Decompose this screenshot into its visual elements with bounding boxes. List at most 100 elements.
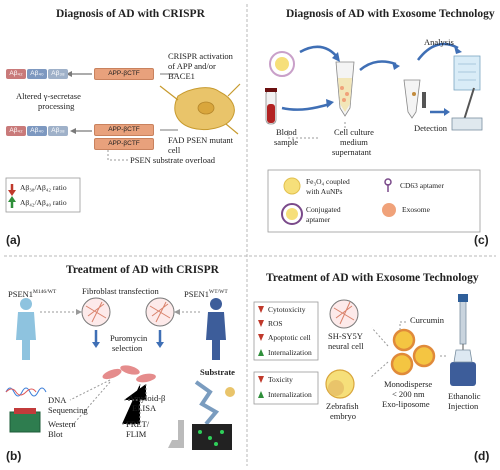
panel-b-graphics [5, 297, 235, 450]
mutant-cell-line1: FAD PSEN mutant [168, 135, 234, 145]
effect-toxicity: Toxicity [268, 375, 293, 384]
processing-line2: processing [38, 101, 75, 111]
detection-label: Detection [414, 123, 448, 133]
syringe-icon [458, 294, 468, 302]
fret-1: FRET/ [126, 419, 150, 429]
app-ctf-top: APP-βCTF [94, 68, 154, 80]
psen-left: PSEN1M146/WT [8, 289, 57, 299]
transfection-label: Fibroblast transfection [82, 286, 159, 296]
microscope-icon [168, 420, 184, 448]
psen-right: PSEN1WT/WT [184, 289, 228, 299]
overload-text: PSEN substrate overload [130, 155, 215, 165]
culture-label-2: medium [340, 137, 368, 147]
panel-b-title: Treatment of AD with CRISPR [66, 264, 219, 276]
ratio-legend-box [5, 177, 81, 213]
neural-1: SH-SY5Y [328, 331, 363, 341]
western-blot-box [9, 411, 41, 433]
western-2: Blot [48, 429, 63, 439]
exosome-icon [382, 203, 396, 217]
puromycin-2: selection [112, 343, 143, 353]
zebrafish-1: Zebrafish [326, 401, 359, 411]
injection-1: Ethanolic [448, 391, 481, 401]
zebrafish-2: embryo [330, 411, 356, 421]
panel-d-letter: (d) [474, 449, 490, 463]
app-ctf-bottom: APP-βCTF [94, 138, 154, 150]
legend-conj-2: aptamer [306, 215, 331, 224]
exo-liposome-1 [392, 328, 416, 352]
panel-a-graphics [5, 71, 241, 213]
cd63-aptamer-icon [384, 178, 392, 186]
fret-2: FLIM [126, 429, 147, 439]
curcumin-label: Curcumin [410, 315, 444, 325]
substrate-label: Substrate [200, 367, 235, 377]
western-1: Western [48, 419, 76, 429]
crispr-activation-line1: CRISPR activation [168, 51, 233, 61]
chromatogram [5, 387, 47, 397]
mutant-cell-line2: cell [168, 145, 181, 155]
crispr-activation-line3: BACE1 [168, 71, 195, 81]
effect-ros: ROS [268, 319, 283, 328]
panel-d-graphics [253, 294, 476, 405]
abeta42-top: Aβ₄₂ [6, 69, 26, 79]
liposome-1: Monodisperse [384, 379, 433, 389]
effect-apoptotic: Apoptotic cell [268, 333, 311, 342]
flim-monitor [192, 424, 232, 450]
amyloid-2: ELISA [132, 403, 157, 413]
crispr-activation-line2: of APP and/or [168, 61, 216, 71]
exo-liposome-2 [390, 352, 414, 376]
stirrer-device [450, 362, 476, 386]
person-right-icon [210, 298, 222, 310]
puromycin-1: Puromycin [110, 333, 148, 343]
abeta38-bottom: Aβ₃₈ [48, 126, 68, 136]
processing-line1: Altered γ-secretase [16, 91, 81, 101]
blood-label-1: Blood [276, 127, 297, 137]
effects-box-top [253, 301, 319, 361]
substrate-chain [194, 380, 220, 426]
liposome-2: < 200 nm [392, 389, 425, 399]
legend-fe-2: with AuNPs [306, 187, 343, 196]
panel-c-graphics [265, 42, 483, 233]
panel-b-letter: (b) [6, 449, 22, 463]
neural-2: neural cell [328, 341, 364, 351]
app-ctf-mid: APP-βCTF [94, 124, 154, 136]
injection-2: Injection [448, 401, 479, 411]
up-arrow-icon [8, 196, 16, 202]
analysis-label: Analysis [424, 37, 454, 47]
dna-2: Sequencing [48, 405, 88, 415]
panel-c-title: Diagnosis of AD with Exosome Technology [286, 8, 495, 20]
ratio-38-42: Aβ₃₈/Aβ₄₂ ratio [20, 183, 67, 192]
detection-tube [403, 79, 421, 119]
abeta38-top: Aβ₃₈ [48, 69, 68, 79]
panel-a-title: Diagnosis of AD with CRISPR [56, 8, 205, 20]
exosome-legend-box [267, 169, 481, 233]
culture-label-3: supernatant [332, 147, 372, 157]
analysis-plate [453, 55, 481, 91]
legend-cd63: CD63 aptamer [400, 181, 444, 190]
fe3o4-icon [283, 177, 301, 195]
panel-c-letter: (c) [474, 233, 489, 247]
panel-d-title: Treatment of AD with Exosome Technology [266, 272, 479, 284]
liposome-3: Exo-liposome [382, 399, 430, 409]
legend-conj-1: Conjugated [306, 205, 341, 214]
legend-exosome: Exosome [402, 205, 430, 214]
dna-1: DNA [48, 395, 67, 405]
effect-internalization-2: Internalization [268, 390, 312, 399]
ratio-42-40: Aβ₄₂/Aβ₄₀ ratio [20, 198, 67, 207]
effect-internalization: Internalization [268, 348, 312, 357]
person-left-icon [20, 298, 32, 310]
abeta42-bottom: Aβ₄₂ [6, 126, 26, 136]
down-arrow-icon [8, 190, 16, 196]
effects-box-bottom [253, 371, 319, 405]
amyloid-1: Amyloid-β [128, 393, 166, 403]
exo-liposome-3 [412, 344, 436, 368]
blood-label-2: sample [274, 137, 299, 147]
blood-tube [267, 104, 275, 123]
effect-cytotoxicity: Cytotoxicity [268, 305, 306, 314]
abeta40-bottom: Aβ₄₀ [27, 126, 47, 136]
legend-fe-1: Fe₃O₄ coupled [306, 177, 350, 186]
panel-a-letter: (a) [6, 233, 21, 247]
abeta40-top: Aβ₄₀ [27, 69, 47, 79]
culture-label-1: Cell culture [334, 127, 374, 137]
